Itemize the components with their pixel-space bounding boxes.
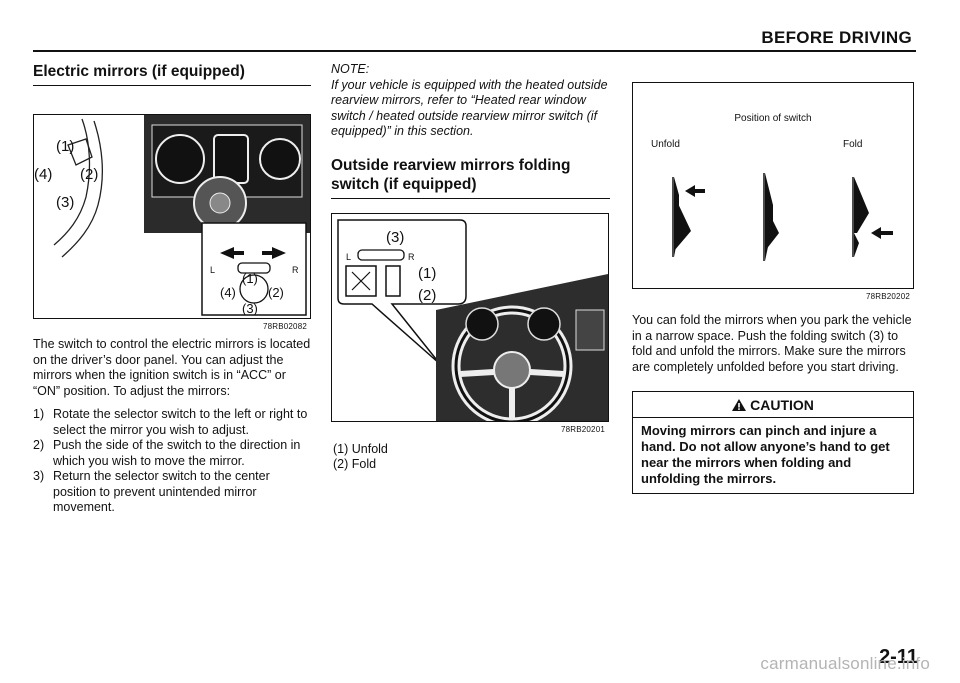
fig1-label-3: (3) bbox=[56, 194, 74, 211]
figure-electric-mirror-switch: (1) (2) (3) (4) L bbox=[33, 114, 311, 331]
callout-switch-left-label: L bbox=[346, 252, 351, 262]
inset-switch-right-label: R bbox=[292, 265, 299, 275]
caption-unfold: (1) Unfold bbox=[333, 441, 388, 456]
step-text: Return the selector switch to the center… bbox=[53, 469, 270, 514]
switch-unfold-diagram bbox=[672, 177, 705, 257]
caution-box: CAUTION Moving mirrors can pinch and inj… bbox=[632, 391, 914, 494]
step-text: Push the side of the switch to the direc… bbox=[53, 438, 301, 468]
callout-switch-right-label: R bbox=[408, 252, 415, 262]
inset-label-2: (2) bbox=[268, 285, 284, 300]
switch-center-diagram bbox=[763, 173, 779, 261]
electric-mirror-switch-illustration: (1) (2) (3) (4) L bbox=[34, 115, 310, 316]
steering-wheel-sketch bbox=[436, 273, 608, 426]
figure-captions: (1) Unfold (2) Fold bbox=[331, 442, 610, 473]
column-electric-mirrors: Electric mirrors (if equipped) (1) (2) (… bbox=[33, 62, 311, 516]
step-number: 2) bbox=[33, 438, 45, 452]
figure-title: Position of switch bbox=[734, 113, 811, 124]
list-item: 3) Return the selector switch to the cent… bbox=[33, 469, 311, 516]
list-item: 2) Push the side of the switch to the dir… bbox=[33, 438, 311, 469]
page-number: 2-11 bbox=[879, 646, 918, 668]
note-label: NOTE: bbox=[331, 62, 370, 76]
switch-position-illustration: Position of switch Unfold Fold bbox=[651, 113, 893, 261]
section-title-electric-mirrors: Electric mirrors (if equipped) bbox=[33, 62, 311, 86]
figure-position-of-switch: Position of switch Unfold Fold bbox=[632, 82, 914, 301]
page-header-title: BEFORE DRIVING bbox=[761, 28, 912, 47]
label-fold: Fold bbox=[843, 139, 862, 150]
fig2-label-1: (1) bbox=[418, 265, 436, 282]
door-mirror-sketch bbox=[53, 118, 104, 258]
column-folding-switch: NOTE: If your vehicle is equipped with t… bbox=[331, 62, 610, 473]
inset-label-4: (4) bbox=[220, 285, 236, 300]
caption-fold: (2) Fold bbox=[333, 457, 377, 471]
figure-code: 78RB20201 bbox=[560, 424, 605, 434]
section-title-folding-switch: Outside rearview mirrors folding switch … bbox=[331, 156, 610, 199]
inset-switch-left-label: L bbox=[210, 265, 215, 275]
caution-text: Moving mirrors can pinch and injure a ha… bbox=[641, 423, 890, 486]
body-paragraph: The switch to control the electric mirro… bbox=[33, 337, 311, 398]
figure-code: 78RB20202 bbox=[865, 292, 910, 301]
switch-callout: L R (3) (1) (2) bbox=[337, 218, 467, 365]
label-unfold: Unfold bbox=[651, 139, 680, 150]
step-text: Rotate the selector switch to the left o… bbox=[53, 407, 308, 437]
caution-title: CAUTION bbox=[750, 397, 814, 413]
folding-switch-illustration: L R (3) (1) (2) bbox=[337, 218, 608, 426]
fig1-label-1: (1) bbox=[56, 138, 74, 155]
switch-inset: L R (1) (2) (3) (4) bbox=[201, 222, 307, 316]
adjust-steps-list: 1) Rotate the selector switch to the left… bbox=[33, 407, 311, 516]
fig2-label-3: (3) bbox=[386, 229, 404, 246]
fig2-label-2: (2) bbox=[418, 287, 436, 304]
fig1-label-4: (4) bbox=[34, 166, 52, 183]
fig1-label-2: (2) bbox=[80, 166, 98, 183]
instrument-panel-sketch bbox=[144, 115, 310, 233]
header-rule bbox=[33, 50, 916, 52]
body-paragraph: You can fold the mirrors when you park t… bbox=[632, 313, 912, 374]
note-text: If your vehicle is equipped with the hea… bbox=[331, 77, 608, 139]
step-number: 1) bbox=[33, 407, 45, 421]
watermark: carmanualsonline.info bbox=[760, 654, 930, 673]
inset-label-1: (1) bbox=[242, 271, 258, 286]
list-item: 1) Rotate the selector switch to the left… bbox=[33, 407, 311, 438]
figure-code: 78RB02082 bbox=[262, 322, 307, 331]
figure-folding-switch: L R (3) (1) (2) 78RB20201 bbox=[331, 212, 609, 434]
step-number: 3) bbox=[33, 469, 45, 483]
warning-triangle-icon bbox=[732, 399, 747, 411]
inset-label-3: (3) bbox=[242, 301, 258, 316]
switch-fold-diagram bbox=[852, 177, 893, 257]
column-position-of-switch: Position of switch Unfold Fold bbox=[632, 62, 914, 494]
caution-header: CAUTION bbox=[633, 392, 913, 418]
